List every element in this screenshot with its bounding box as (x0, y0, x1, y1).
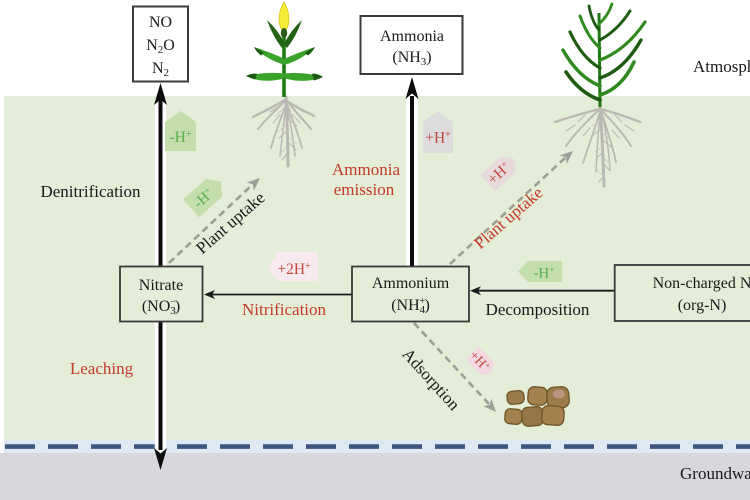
svg-text:Ammonium: Ammonium (372, 275, 450, 292)
svg-text:Ammonia: Ammonia (380, 28, 444, 45)
svg-text:emission: emission (334, 180, 395, 199)
svg-text:Nitrate: Nitrate (139, 277, 183, 294)
svg-text:+H+: +H+ (425, 130, 451, 147)
svg-text:Groundwater: Groundwater (680, 464, 750, 483)
svg-text:Atmosphere: Atmosphere (693, 57, 750, 76)
svg-text:(NH4+): (NH4+) (391, 296, 430, 316)
svg-text:Ammonia: Ammonia (332, 160, 400, 179)
svg-text:(NO3−): (NO3−) (142, 297, 180, 317)
svg-text:+2H+: +2H+ (277, 261, 311, 278)
svg-text:Nitrification: Nitrification (242, 300, 327, 319)
svg-text:NO: NO (149, 14, 172, 31)
svg-text:N2O: N2O (146, 37, 175, 56)
svg-text:(NH3): (NH3) (392, 49, 431, 68)
svg-text:Leaching: Leaching (70, 359, 134, 378)
svg-text:(org-N): (org-N) (678, 297, 727, 314)
svg-text:Decomposition: Decomposition (486, 300, 590, 319)
svg-text:Denitrification: Denitrification (40, 182, 141, 201)
svg-text:Non-charged N: Non-charged N (653, 275, 750, 292)
